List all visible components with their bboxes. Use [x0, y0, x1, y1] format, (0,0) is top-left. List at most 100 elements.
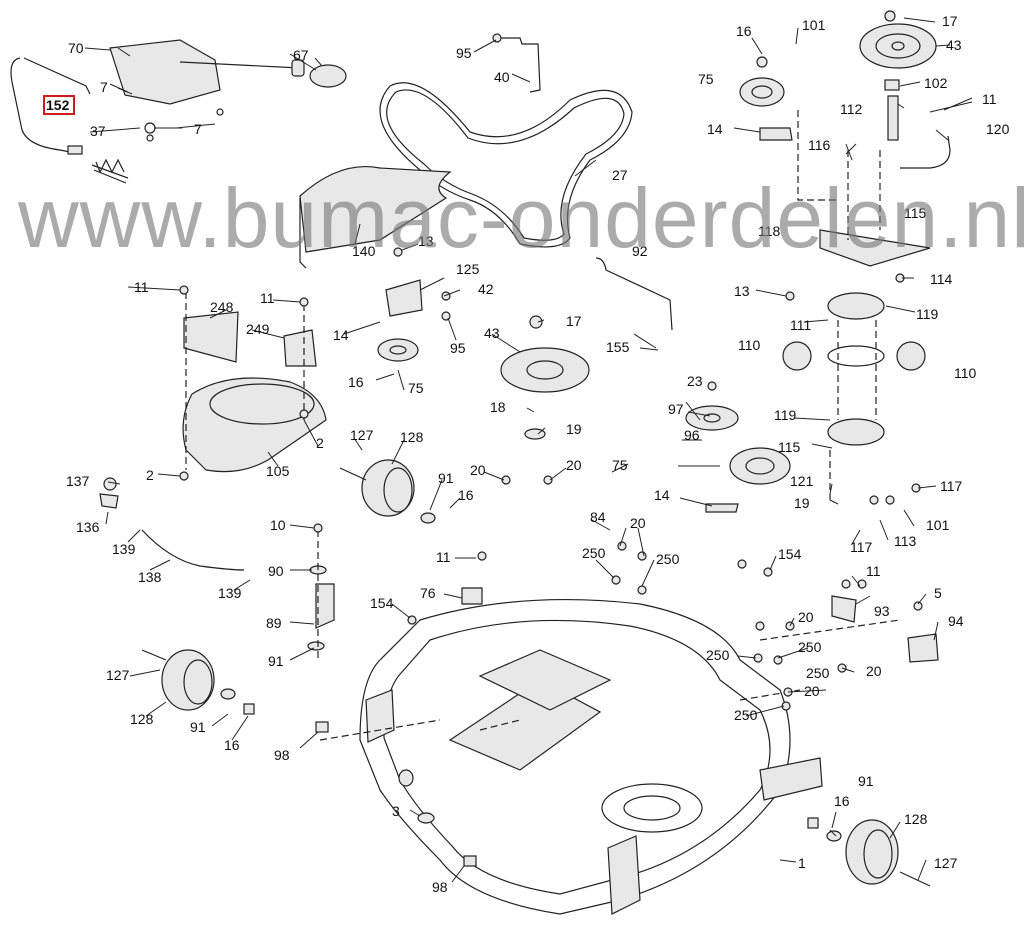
- label-139[interactable]: 139: [112, 541, 136, 557]
- label-10[interactable]: 10: [270, 517, 286, 533]
- label-19[interactable]: 19: [566, 421, 582, 437]
- label-137[interactable]: 137: [66, 473, 90, 489]
- label-127[interactable]: 127: [106, 667, 130, 683]
- label-95[interactable]: 95: [450, 340, 466, 356]
- label-96[interactable]: 96: [684, 427, 700, 443]
- label-250[interactable]: 250: [706, 647, 730, 663]
- label-120[interactable]: 120: [986, 121, 1010, 137]
- label-250[interactable]: 250: [798, 639, 822, 655]
- label-154[interactable]: 154: [778, 546, 802, 562]
- label-98[interactable]: 98: [432, 879, 448, 895]
- label-2[interactable]: 2: [146, 467, 154, 483]
- label-248[interactable]: 248: [210, 299, 234, 315]
- label-75[interactable]: 75: [408, 380, 424, 396]
- label-111[interactable]: 111: [790, 317, 811, 333]
- label-11[interactable]: 11: [134, 279, 149, 295]
- label-128[interactable]: 128: [400, 429, 424, 445]
- label-89[interactable]: 89: [266, 615, 282, 631]
- label-3[interactable]: 3: [392, 803, 400, 819]
- label-119[interactable]: 119: [916, 306, 939, 322]
- label-127[interactable]: 127: [934, 855, 958, 871]
- label-20[interactable]: 20: [566, 457, 582, 473]
- label-20[interactable]: 20: [866, 663, 882, 679]
- label-140[interactable]: 140: [352, 243, 376, 259]
- label-250[interactable]: 250: [806, 665, 830, 681]
- label-105[interactable]: 105: [266, 463, 290, 479]
- label-13[interactable]: 13: [734, 283, 750, 299]
- label-91[interactable]: 91: [268, 653, 284, 669]
- label-113[interactable]: 113: [894, 533, 917, 549]
- label-16[interactable]: 16: [834, 793, 850, 809]
- label-84[interactable]: 84: [590, 509, 606, 525]
- label-136[interactable]: 136: [76, 519, 100, 535]
- label-16[interactable]: 16: [458, 487, 474, 503]
- label-1[interactable]: 1: [798, 855, 806, 871]
- label-7[interactable]: 7: [100, 79, 108, 95]
- label-20[interactable]: 20: [470, 462, 486, 478]
- label-101[interactable]: 101: [802, 17, 826, 33]
- label-127[interactable]: 127: [350, 427, 374, 443]
- label-11[interactable]: 11: [866, 563, 881, 579]
- label-110[interactable]: 110: [738, 337, 761, 353]
- label-16[interactable]: 16: [224, 737, 240, 753]
- label-91[interactable]: 91: [438, 470, 454, 486]
- label-5[interactable]: 5: [934, 585, 942, 601]
- label-250[interactable]: 250: [656, 551, 680, 567]
- label-154[interactable]: 154: [370, 595, 394, 611]
- label-70[interactable]: 70: [68, 40, 84, 56]
- label-121[interactable]: 121: [790, 473, 814, 489]
- label-76[interactable]: 76: [420, 585, 436, 601]
- label-95[interactable]: 95: [456, 45, 472, 61]
- label-97[interactable]: 97: [668, 401, 684, 417]
- label-98[interactable]: 98: [274, 747, 290, 763]
- label-75[interactable]: 75: [612, 457, 628, 473]
- label-101[interactable]: 101: [926, 517, 950, 533]
- label-91[interactable]: 91: [190, 719, 206, 735]
- label-115[interactable]: 115: [778, 439, 801, 455]
- label-18[interactable]: 18: [490, 399, 506, 415]
- label-11[interactable]: 11: [260, 290, 275, 306]
- label-43[interactable]: 43: [484, 325, 500, 341]
- label-90[interactable]: 90: [268, 563, 284, 579]
- label-117[interactable]: 117: [940, 478, 963, 494]
- label-40[interactable]: 40: [494, 69, 510, 85]
- label-75[interactable]: 75: [698, 71, 714, 87]
- label-27[interactable]: 27: [612, 167, 628, 183]
- label-20[interactable]: 20: [630, 515, 646, 531]
- label-250[interactable]: 250: [734, 707, 758, 723]
- label-19[interactable]: 19: [794, 495, 810, 511]
- label-110[interactable]: 110: [954, 365, 977, 381]
- label-91[interactable]: 91: [858, 773, 874, 789]
- label-250[interactable]: 250: [582, 545, 606, 561]
- label-94[interactable]: 94: [948, 613, 964, 629]
- label-7[interactable]: 7: [194, 121, 202, 137]
- label-16[interactable]: 16: [348, 374, 364, 390]
- label-13[interactable]: 13: [418, 233, 434, 249]
- label-128[interactable]: 128: [904, 811, 928, 827]
- label-11[interactable]: 11: [982, 91, 997, 107]
- label-17[interactable]: 17: [566, 313, 582, 329]
- label-114[interactable]: 114: [930, 271, 953, 287]
- label-20[interactable]: 20: [798, 609, 814, 625]
- label-128[interactable]: 128: [130, 711, 154, 727]
- label-23[interactable]: 23: [687, 373, 703, 389]
- label-16[interactable]: 16: [736, 23, 752, 39]
- label-17[interactable]: 17: [942, 13, 958, 29]
- label-42[interactable]: 42: [478, 281, 494, 297]
- label-102[interactable]: 102: [924, 75, 948, 91]
- label-125[interactable]: 125: [456, 261, 480, 277]
- label-152[interactable]: 152: [46, 97, 70, 113]
- label-117[interactable]: 117: [850, 539, 873, 555]
- label-14[interactable]: 14: [333, 327, 349, 343]
- label-138[interactable]: 138: [138, 569, 162, 585]
- label-112[interactable]: 112: [840, 101, 863, 117]
- label-37[interactable]: 37: [90, 123, 106, 139]
- label-11[interactable]: 11: [436, 549, 451, 565]
- label-116[interactable]: 116: [808, 137, 831, 153]
- label-2[interactable]: 2: [316, 435, 324, 451]
- label-20[interactable]: 20: [804, 683, 820, 699]
- label-155[interactable]: 155: [606, 339, 630, 355]
- label-14[interactable]: 14: [707, 121, 723, 137]
- label-14[interactable]: 14: [654, 487, 670, 503]
- label-119[interactable]: 119: [774, 407, 797, 423]
